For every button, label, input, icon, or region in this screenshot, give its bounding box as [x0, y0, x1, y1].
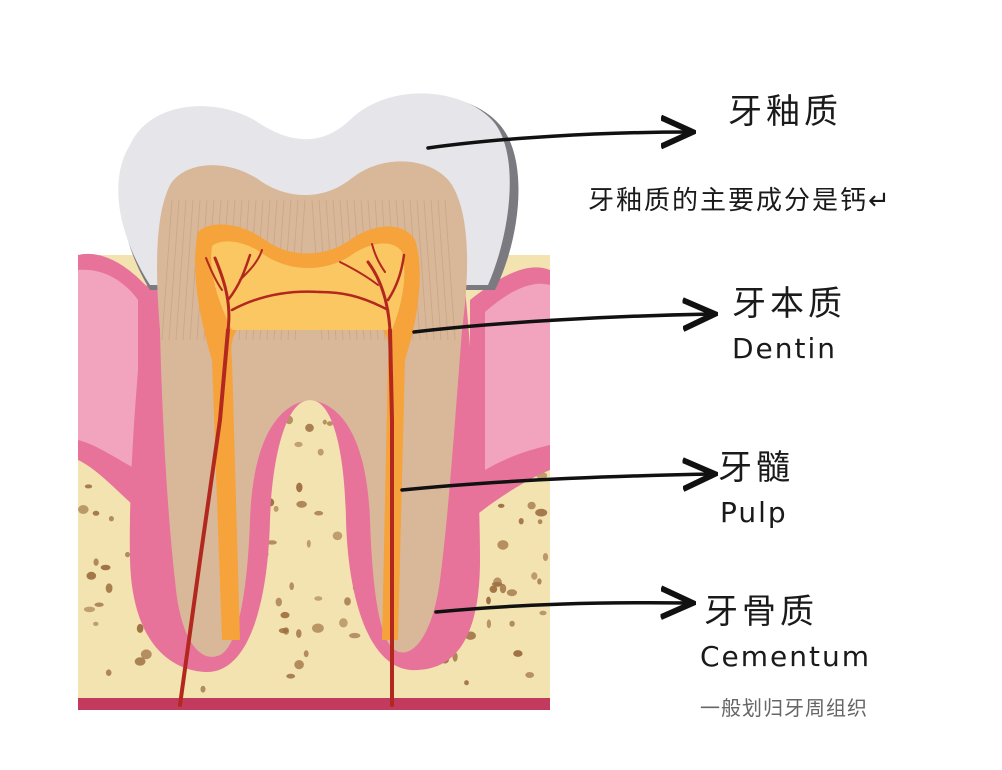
bone-pore: [294, 660, 304, 670]
bone-pore: [314, 596, 323, 601]
dentin-tubule: [161, 199, 173, 341]
dentin-tubule: [168, 199, 180, 341]
bone-pore: [136, 623, 144, 633]
bone-pore: [78, 505, 89, 514]
bone-pore: [509, 620, 515, 627]
bone-pore: [93, 558, 99, 566]
label-dentin-en: Dentin: [732, 332, 838, 365]
bone-pore: [86, 571, 97, 580]
bone-pore: [289, 582, 295, 591]
bone-pore: [493, 577, 502, 588]
bone-pore: [84, 484, 93, 489]
bone-pore: [94, 602, 104, 607]
bone-pore: [306, 539, 311, 548]
bone-pore: [531, 572, 538, 580]
dentin-tubule: [423, 199, 435, 341]
bone-pore: [105, 669, 112, 676]
bone-pore: [535, 508, 548, 517]
label-enamel: 牙釉质: [728, 92, 842, 132]
blood-vessels: [178, 243, 406, 707]
dentin-tubule: [437, 199, 449, 341]
bone-pore: [513, 650, 523, 657]
bone-pore: [125, 551, 130, 558]
bone-pore: [278, 628, 289, 634]
dentin-tubule: [175, 199, 187, 341]
bone-pore: [349, 632, 361, 639]
bone-pore: [108, 516, 114, 522]
bone-pore: [105, 583, 113, 593]
bone-pore: [332, 531, 343, 541]
pulp-inner: [211, 241, 405, 330]
label-pulp-cn: 牙髓: [718, 448, 794, 488]
bone-pore: [486, 596, 491, 605]
arrow-enamel: [426, 132, 690, 150]
bone-pore: [273, 505, 279, 512]
bone-pore: [280, 611, 290, 619]
bone-pore: [296, 500, 307, 508]
bone-pore: [83, 606, 96, 613]
bone-pore: [296, 482, 303, 493]
bone-pore: [303, 650, 309, 658]
bone-pore: [317, 448, 324, 456]
bone-pore: [286, 673, 296, 679]
bone-pore: [489, 585, 498, 593]
bone-pore: [542, 553, 549, 561]
bone-pore: [464, 680, 469, 686]
label-pulp-en: Pulp: [720, 496, 788, 529]
bone-pore: [344, 597, 351, 606]
bone-pore: [525, 672, 535, 678]
bone-pore: [100, 564, 111, 571]
bone-pore: [294, 441, 303, 448]
bone-pore: [339, 618, 348, 628]
label-dentin-cn: 牙本质: [732, 284, 846, 324]
bone-pore: [93, 621, 99, 627]
bone-pore: [497, 503, 505, 508]
bone-pore: [134, 657, 146, 666]
bone-pore: [499, 583, 507, 594]
pointer-arrows: [400, 132, 712, 612]
bone-pore: [537, 519, 543, 525]
bone-pore: [200, 685, 206, 693]
bone-pore: [322, 419, 327, 425]
arrow-pulp: [400, 474, 712, 490]
bone-pore: [314, 510, 324, 516]
bone-pore: [506, 589, 517, 597]
bone-pore: [312, 623, 324, 633]
label-cementum-cn: 牙骨质: [704, 592, 818, 632]
bone-pore: [296, 629, 302, 638]
arrow-cementum: [434, 603, 690, 612]
bone-pore: [518, 518, 524, 525]
bone-pore: [275, 597, 282, 607]
dentin-tubule: [430, 199, 442, 341]
dentin-tubule: [182, 199, 194, 341]
bone-pore: [537, 578, 542, 585]
bone-pore: [266, 540, 277, 545]
bone-pore: [486, 619, 492, 629]
label-cementum-en: Cementum: [700, 640, 872, 673]
dentin-tubule: [416, 199, 428, 341]
bone-pore: [527, 501, 536, 510]
dentin-tubule: [189, 199, 201, 341]
bone-pore: [140, 649, 152, 660]
bone-pore: [326, 421, 333, 426]
label-enamel-note: 牙釉质的主要成分是钙↵: [588, 186, 892, 216]
label-cementum-note: 一般划归牙周组织: [700, 696, 868, 720]
bone-pore: [539, 610, 547, 616]
dentin-tubule: [444, 199, 456, 341]
bone-pore: [305, 423, 314, 432]
arrow-dentin: [412, 314, 712, 334]
bone-pore: [92, 510, 100, 516]
bone-pore: [497, 540, 509, 550]
